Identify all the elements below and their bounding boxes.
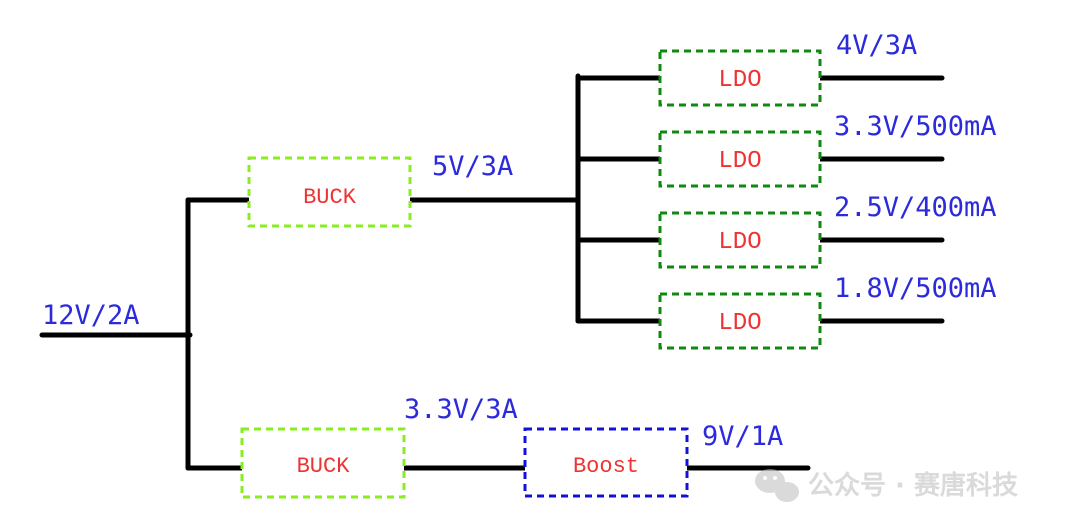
boost-block: Boost xyxy=(523,427,689,498)
buck-upper-label: BUCK xyxy=(303,185,357,210)
wechat-icon xyxy=(755,469,799,502)
voltage-labels: 12V/2A 5V/3A 3.3V/3A 9V/1A 4V/3A 3.3V/50… xyxy=(42,30,997,452)
ldo-block-4: LDO xyxy=(658,292,822,350)
ldo-block-2: LDO xyxy=(658,130,822,188)
buck-lower-label: BUCK xyxy=(297,454,351,479)
boost-output-label: 9V/1A xyxy=(702,421,783,452)
ldo-3-label: LDO xyxy=(718,229,761,256)
ldo-block-1: LDO xyxy=(658,49,822,107)
watermark: 公众号 · 赛唐科技 xyxy=(755,469,1018,502)
ldo-2-output-label: 3.3V/500mA xyxy=(834,111,997,142)
ldo-2-label: LDO xyxy=(718,148,761,175)
boost-label: Boost xyxy=(573,454,639,479)
buck-lower-output-label: 3.3V/3A xyxy=(404,394,518,425)
buck-upper-output-label: 5V/3A xyxy=(432,151,513,182)
input-voltage-label: 12V/2A xyxy=(42,300,140,331)
wires xyxy=(39,73,945,471)
ldo-1-output-label: 4V/3A xyxy=(836,30,917,61)
ldo-block-3: LDO xyxy=(658,211,822,269)
ldo-3-output-label: 2.5V/400mA xyxy=(834,192,997,223)
buck-upper-block: BUCK xyxy=(247,156,412,228)
ldo-4-label: LDO xyxy=(718,310,761,337)
ldo-1-label: LDO xyxy=(718,67,761,94)
buck-lower-block: BUCK xyxy=(240,427,406,499)
ldo-4-output-label: 1.8V/500mA xyxy=(834,273,997,304)
watermark-text: 公众号 · 赛唐科技 xyxy=(808,470,1018,501)
